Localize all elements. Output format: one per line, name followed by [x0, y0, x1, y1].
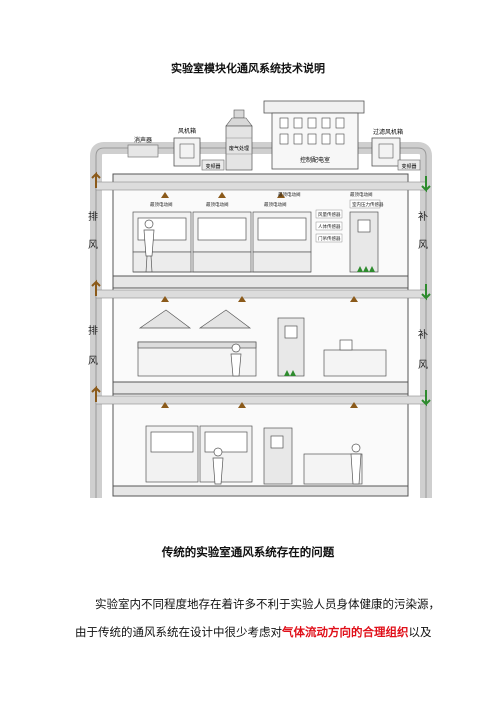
floor-3: 最顶电动阀 最顶电动阀 最顶电动阀 最顶电动阀 最顶电动阀 风量传感器 人体传感…	[132, 191, 384, 273]
filter-fan-box-label: 过滤风机箱	[373, 128, 403, 136]
inverter-right-label: 变频器	[401, 163, 416, 170]
rooftop-equipment: 消声器 风机箱 变频器 废气处理 控制配电室 过滤风机箱	[90, 100, 432, 498]
side-labels: 排 风 排 风 补 风 补 风	[88, 210, 428, 371]
silencer	[127, 144, 159, 158]
valve-label-b: 最顶电动阀	[206, 201, 229, 208]
sensor-door-label: 门吊传感器	[318, 235, 341, 242]
para2-text-after: 以及	[408, 625, 432, 639]
valve-label-e: 最顶电动阀	[350, 191, 373, 198]
para2-highlight: 气体流动方向的合理组织	[282, 625, 409, 639]
filter-fan-box	[371, 137, 401, 167]
exhaust-label-1: 排	[88, 210, 98, 223]
fan-box-label: 风机箱	[178, 127, 196, 135]
floor-1	[145, 402, 363, 485]
fan-box	[173, 137, 201, 167]
page-title: 实验室模块化通风系统技术说明	[171, 62, 325, 75]
section-heading: 传统的实验室通风系统存在的问题	[161, 545, 335, 559]
sensor-air-label: 风量传感器	[318, 211, 341, 218]
scrubber-label: 废气处理	[229, 145, 249, 152]
silencer-label: 消声器	[134, 136, 152, 144]
valve-label-c: 最顶电动阀	[264, 201, 287, 208]
controller-label: 室内压力传感器	[352, 201, 384, 208]
para2-text-before: 由于传统的通风系统在设计中很少考虑对	[75, 625, 282, 639]
scrubber-tower: 废气处理	[225, 109, 253, 171]
sensor-body-label: 人体传感器	[318, 223, 341, 230]
valve-label-d: 最顶电动阀	[278, 191, 301, 198]
control-room: 控制配电室	[263, 100, 365, 170]
exhaust-label-2: 风	[88, 239, 98, 251]
exhaust-label-3: 排	[88, 324, 98, 337]
supply-label-2: 风	[418, 239, 428, 251]
supply-label-1: 补	[418, 210, 428, 223]
supply-label-4: 风	[418, 359, 428, 371]
control-room-label: 控制配电室	[300, 156, 330, 164]
paragraph-line-2: 由于传统的通风系统在设计中很少考虑对气体流动方向的合理组织以及	[75, 625, 432, 640]
lab-ventilation-diagram: 消声器 风机箱 变频器 废气处理 控制配电室 过滤风机箱	[88, 100, 432, 498]
flow-arrows	[91, 171, 431, 407]
supply-label-3: 补	[418, 328, 428, 341]
paragraph-line-1: 实验室内不同程度地存在着许多不利于实验人员身体健康的污染源，	[95, 597, 440, 611]
exhaust-label-4: 风	[88, 355, 98, 367]
floor-2	[137, 296, 387, 377]
valve-label-a: 最顶电动阀	[150, 201, 173, 208]
inverter-left-label: 变频器	[205, 163, 220, 170]
